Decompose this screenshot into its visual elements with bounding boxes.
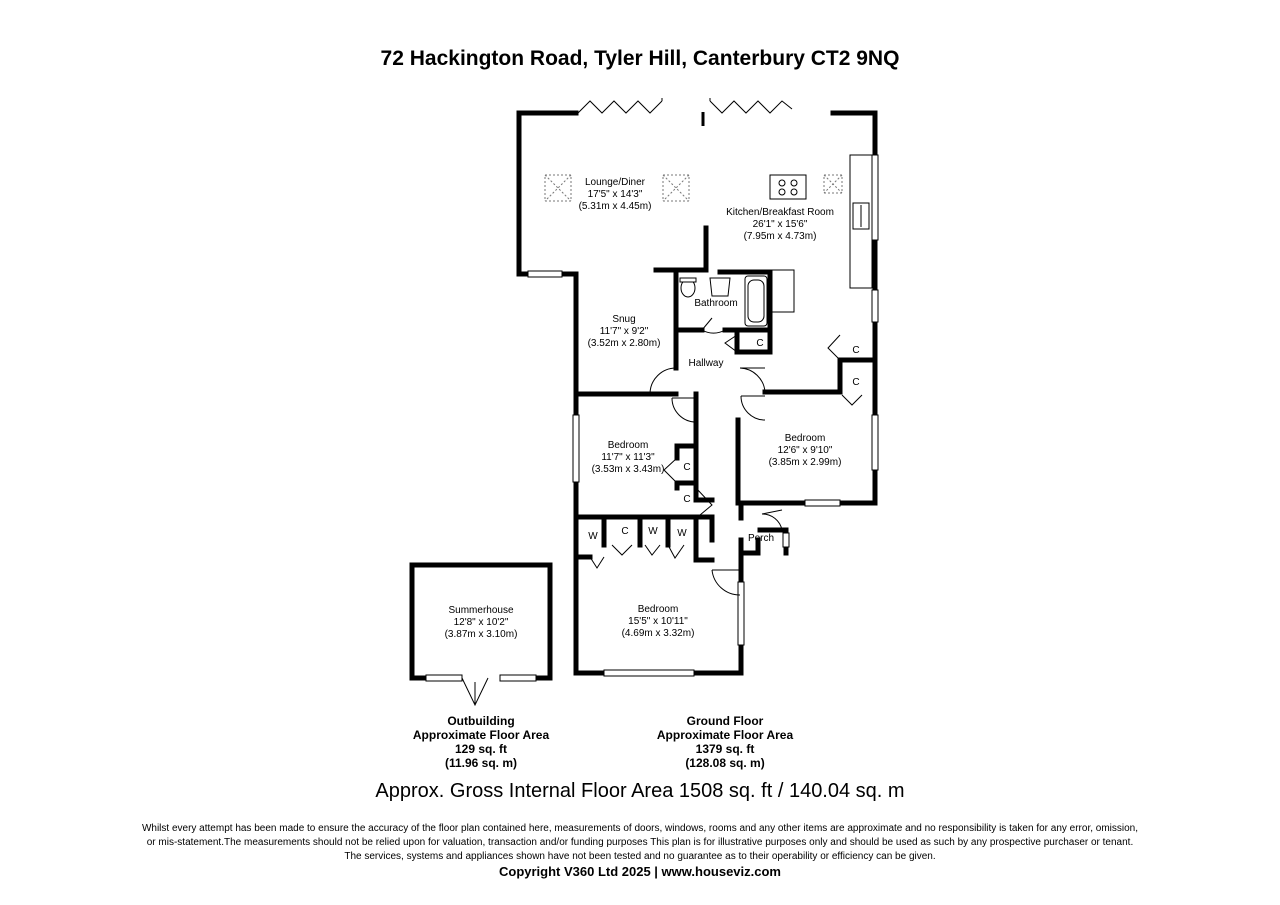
cupboard-label: C	[683, 462, 690, 473]
windows	[425, 154, 879, 682]
outbuilding-area-sqm: (11.96 sq. m)	[444, 756, 518, 770]
disclaimer-line: or mis-statement.The measurements should…	[146, 837, 1134, 848]
copyright: Copyright V360 Ltd 2025 | www.houseviz.c…	[498, 864, 781, 879]
bedroom-bottom-name: Bedroom	[638, 604, 679, 615]
ground-floor-area-subtitle: Approximate Floor Area	[656, 728, 794, 742]
outbuilding-area-sqft: 129 sq. ft	[454, 742, 508, 756]
disclaimer-line: The services, systems and appliances sho…	[344, 851, 936, 862]
bedroom-left-metric: (3.53m x 3.43m)	[592, 464, 665, 475]
wardrobe-label: W	[648, 526, 658, 537]
room-labels: Lounge/Diner 17'5" x 14'3" (5.31m x 4.45…	[445, 177, 860, 640]
summerhouse-imperial: 12'8" x 10'2"	[454, 617, 509, 628]
bedroom-right-name: Bedroom	[785, 433, 826, 444]
wardrobe-label: W	[588, 531, 598, 542]
door-swings	[461, 317, 863, 707]
porch-name: Porch	[748, 533, 774, 544]
bedroom-bottom-imperial: 15'5" x 10'11"	[628, 616, 688, 627]
outbuilding-area: Outbuilding Approximate Floor Area 129 s…	[396, 714, 566, 770]
kitchen-fixtures	[769, 154, 873, 313]
ground-floor-area-title: Ground Floor	[686, 714, 764, 728]
kitchen-metric: (7.95m x 4.73m)	[744, 231, 817, 242]
summerhouse-name: Summerhouse	[448, 605, 513, 616]
wardrobe-label: W	[677, 528, 687, 539]
cupboard-label: C	[683, 494, 690, 505]
summerhouse-walls	[409, 562, 553, 681]
bathroom-name: Bathroom	[694, 298, 737, 309]
kitchen-name: Kitchen/Breakfast Room	[726, 207, 834, 218]
bifold-doors	[577, 98, 793, 126]
cupboard-label: C	[621, 526, 628, 537]
hallway-name: Hallway	[688, 358, 723, 369]
bedroom-left-imperial: 11'7" x 11'3"	[601, 452, 655, 463]
cupboard-label: C	[852, 345, 859, 356]
snug-name: Snug	[612, 314, 635, 325]
bedroom-left-name: Bedroom	[608, 440, 649, 451]
bedroom-right-imperial: 12'6" x 9'10"	[778, 445, 833, 456]
lounge-name: Lounge/Diner	[585, 177, 646, 188]
kitchen-imperial: 26'1" x 15'6"	[753, 219, 808, 230]
lounge-imperial: 17'5" x 14'3"	[588, 189, 643, 200]
snug-metric: (3.52m x 2.80m)	[588, 338, 661, 349]
rooflights	[544, 174, 843, 202]
outbuilding-area-title: Outbuilding	[447, 714, 515, 728]
snug-imperial: 11'7" x 9'2"	[600, 326, 649, 337]
outbuilding-area-subtitle: Approximate Floor Area	[412, 728, 550, 742]
disclaimer-line: Whilst every attempt has been made to en…	[141, 823, 1139, 834]
walls	[516, 110, 878, 676]
cupboard-label: C	[852, 377, 859, 388]
bathroom-fixtures	[679, 275, 768, 327]
gross-internal-area: Approx. Gross Internal Floor Area 1508 s…	[375, 780, 905, 802]
ground-floor-area-sqm: (128.08 sq. m)	[685, 756, 765, 770]
ground-floor-area-sqft: 1379 sq. ft	[695, 742, 755, 756]
disclaimer: Whilst every attempt has been made to en…	[40, 822, 1240, 864]
plan-title: 72 Hackington Road, Tyler Hill, Canterbu…	[380, 47, 900, 70]
bedroom-right-metric: (3.85m x 2.99m)	[769, 457, 842, 468]
lounge-metric: (5.31m x 4.45m)	[579, 201, 652, 212]
bedroom-bottom-metric: (4.69m x 3.32m)	[622, 628, 695, 639]
summerhouse-metric: (3.87m x 3.10m)	[445, 629, 518, 640]
ground-floor-area: Ground Floor Approximate Floor Area 1379…	[640, 714, 810, 770]
cupboard-label: C	[756, 338, 763, 349]
